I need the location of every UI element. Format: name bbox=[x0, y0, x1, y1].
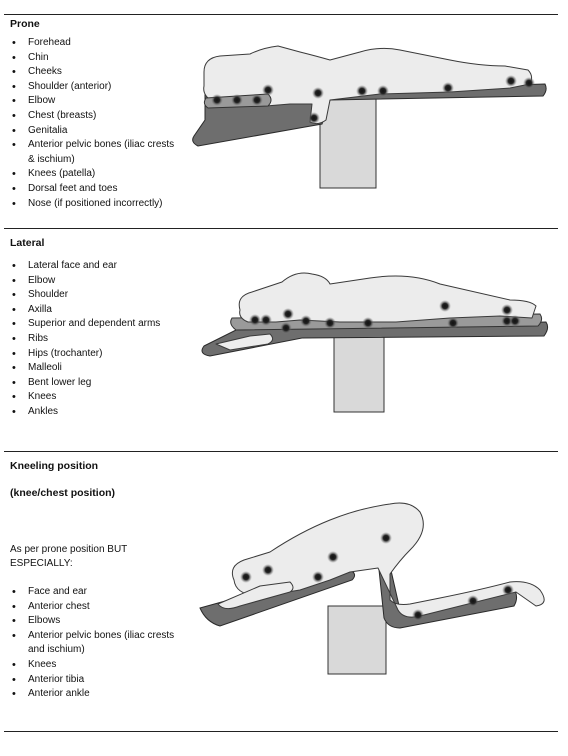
list-item: Shoulder (anterior) bbox=[10, 80, 180, 95]
list-item: Bent lower leg bbox=[10, 376, 180, 391]
divider-top bbox=[4, 14, 558, 15]
list-item: Elbows bbox=[10, 614, 180, 629]
list-item: Knees bbox=[10, 658, 180, 673]
list-item: Superior and dependent arms bbox=[10, 317, 180, 332]
divider-1 bbox=[4, 228, 558, 229]
list-item: Shoulder bbox=[10, 288, 180, 303]
list-item: Elbow bbox=[10, 274, 180, 289]
list-item: Anterior ankle bbox=[10, 687, 180, 702]
list-item: Nose (if positioned incorrectly) bbox=[10, 197, 180, 212]
pressure-points bbox=[249, 300, 521, 334]
list-item: Elbow bbox=[10, 94, 180, 109]
list-item: Forehead bbox=[10, 36, 180, 51]
list-item: Knees (patella) bbox=[10, 167, 180, 182]
list-item: Face and ear bbox=[10, 585, 180, 600]
divider-2 bbox=[4, 451, 558, 452]
list-item: Axilla bbox=[10, 303, 180, 318]
lower-arm bbox=[215, 333, 274, 351]
list-item: Anterior tibia bbox=[10, 673, 180, 688]
prone-list: Forehead Chin Cheeks Shoulder (anterior)… bbox=[10, 36, 180, 211]
kneeling-subtitle: (knee/chest position) bbox=[10, 487, 116, 499]
list-item: Genitalia bbox=[10, 124, 180, 139]
kneeling-title: Kneeling position bbox=[10, 460, 99, 472]
list-item: Ribs bbox=[10, 332, 180, 347]
pressure-points bbox=[240, 532, 514, 621]
lateral-title: Lateral bbox=[10, 237, 45, 249]
list-item: Chin bbox=[10, 51, 180, 66]
table-stand bbox=[327, 605, 387, 675]
table-stand bbox=[333, 333, 385, 413]
kneeling-list: Face and ear Anterior chest Elbows Anter… bbox=[10, 585, 180, 702]
lateral-list: Lateral face and ear Elbow Shoulder Axil… bbox=[10, 259, 180, 420]
forearm bbox=[217, 581, 294, 610]
patient-body bbox=[238, 272, 537, 323]
list-item: Anterior pelvic bones (iliac crests and … bbox=[10, 629, 180, 658]
list-item: Chest (breasts) bbox=[10, 109, 180, 124]
pressure-points bbox=[211, 75, 535, 124]
list-item: Anterior chest bbox=[10, 600, 180, 615]
list-item: Anterior pelvic bones (iliac crests & is… bbox=[10, 138, 180, 167]
list-item: Cheeks bbox=[10, 65, 180, 80]
list-item: Dorsal feet and toes bbox=[10, 182, 180, 197]
list-item: Hips (trochanter) bbox=[10, 347, 180, 362]
kneeling-intro: As per prone position BUT ESPECIALLY: bbox=[10, 544, 128, 569]
divider-bottom bbox=[4, 731, 558, 732]
prone-title: Prone bbox=[10, 18, 40, 30]
list-item: Ankles bbox=[10, 405, 180, 420]
list-item: Malleoli bbox=[10, 361, 180, 376]
list-item: Lateral face and ear bbox=[10, 259, 180, 274]
list-item: Knees bbox=[10, 390, 180, 405]
